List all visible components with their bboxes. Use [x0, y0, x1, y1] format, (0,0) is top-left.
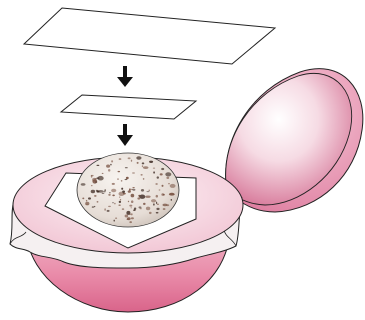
large-paper-sheet [24, 8, 275, 64]
pink-upper-shell-half [226, 69, 363, 212]
small-paper-sheet [61, 95, 196, 119]
down-arrow-icon [117, 66, 133, 87]
speckled-egg [77, 153, 179, 227]
down-arrow-icon [117, 124, 133, 146]
